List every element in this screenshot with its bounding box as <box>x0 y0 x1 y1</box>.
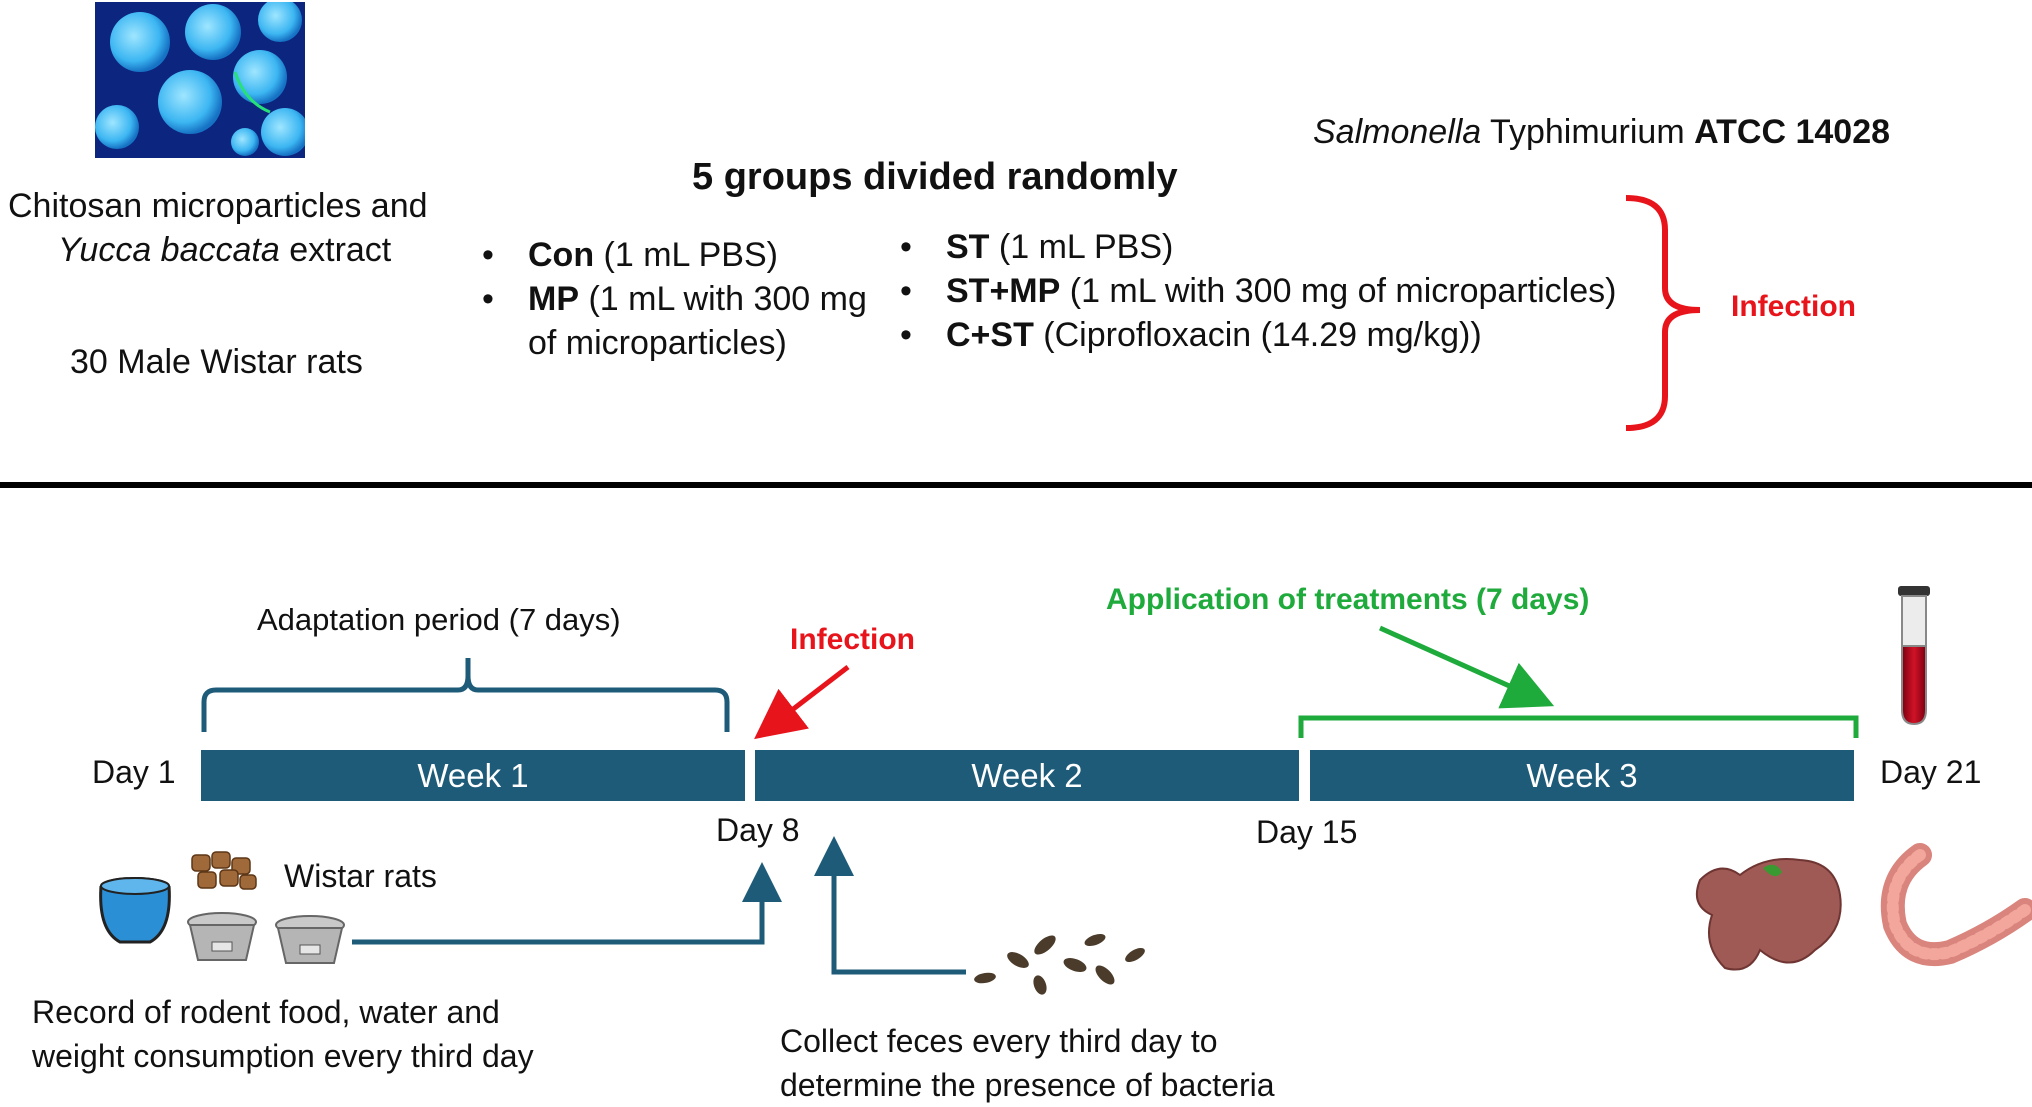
group-st: ST (1 mL PBS) <box>900 225 1616 269</box>
record-line1: Record of rodent food, water and <box>32 994 500 1030</box>
intestine-icon <box>1880 843 2032 967</box>
water-bowl-icon <box>99 877 171 944</box>
feces-line2: determine the presence of bacteria <box>780 1067 1275 1103</box>
week2-bar: Week 2 <box>755 750 1299 801</box>
liver-icon <box>1696 858 1842 971</box>
groups-title: 5 groups divided randomly <box>692 156 1178 198</box>
groups-right-list: ST (1 mL PBS) ST+MP (1 mL with 300 mg of… <box>900 225 1616 357</box>
feces-arrow <box>814 836 966 975</box>
microparticles-photo <box>95 0 309 158</box>
material-line1: Chitosan microparticles and <box>8 187 428 225</box>
material-line2: Yucca baccata extract <box>58 231 392 269</box>
day1-label: Day 1 <box>92 754 176 790</box>
adaptation-brace <box>201 658 730 732</box>
day8-label: Day 8 <box>716 812 800 848</box>
week3-bar: Week 3 <box>1310 750 1854 801</box>
strain-label: Salmonella Typhimurium ATCC 14028 <box>1313 113 1891 151</box>
scale-icon <box>187 912 257 961</box>
animals-label: 30 Male Wistar rats <box>70 343 363 381</box>
group-con: Con (1 mL PBS) <box>482 233 892 277</box>
week1-bar: Week 1 <box>201 750 745 801</box>
group-c-st: C+ST (Ciprofloxacin (14.29 mg/kg)) <box>900 313 1616 357</box>
group-mp: MP (1 mL with 300 mg of microparticles) <box>482 277 892 365</box>
treatment-bracket <box>1298 715 1859 738</box>
record-line2: weight consumption every third day <box>32 1038 534 1074</box>
scale-icon <box>275 915 345 964</box>
record-arrow <box>352 862 782 945</box>
adaptation-label: Adaptation period (7 days) <box>257 602 621 637</box>
infection-brace <box>1625 195 1701 431</box>
day21-label: Day 21 <box>1880 754 1982 790</box>
section-divider <box>0 482 2032 488</box>
blood-tube-icon <box>1898 586 1930 726</box>
infection-arrow <box>754 665 850 740</box>
groups-left-list: Con (1 mL PBS) MP (1 mL with 300 mg of m… <box>482 233 892 365</box>
feces-line1: Collect feces every third day to <box>780 1023 1218 1059</box>
group-st-mp: ST+MP (1 mL with 300 mg of microparticle… <box>900 269 1616 313</box>
infection-timeline-label: Infection <box>790 623 915 656</box>
treatment-arrow <box>1378 625 1555 709</box>
feces-icon <box>974 933 1145 995</box>
treatments-label: Application of treatments (7 days) <box>1106 583 1590 616</box>
food-pellets-icon <box>191 851 257 890</box>
infection-group-label: Infection <box>1731 290 1856 323</box>
day15-label: Day 15 <box>1256 814 1358 850</box>
rats-label: Wistar rats <box>284 858 437 894</box>
